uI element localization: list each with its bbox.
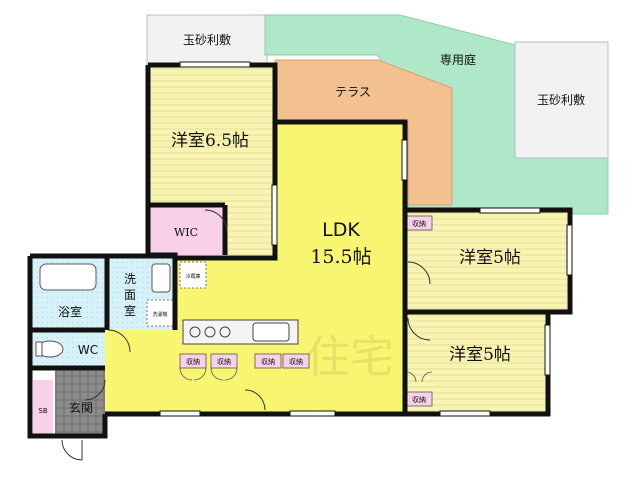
entrance-floor [55,368,105,436]
wc-label: WC [78,343,98,357]
gravel-top-label: 玉砂利敷 [183,32,231,47]
kitchen-counter [182,319,299,345]
svg-text:収納: 収納 [412,395,426,404]
bath-label: 浴室 [58,304,82,319]
shoe-box [33,380,53,435]
washing-space [146,299,174,327]
storage-labels: 収納 収納 収納 収納 収納 収納 [186,219,426,404]
storage-doors [179,367,433,383]
room-5a-label: 洋室5帖 [459,248,521,268]
svg-text:収納: 収納 [412,219,426,228]
ldk-floor [105,122,405,412]
room-65-label: 洋室6.5帖 [171,131,249,151]
watermark: 住宅 [306,332,394,383]
washing-label: 洗濯機 [152,311,167,318]
ldk-label: LDK [322,219,360,241]
fridge-space [179,261,207,289]
fridge-label: 冷蔵庫 [185,273,200,280]
washroom-label-3: 室 [124,303,136,318]
svg-text:収納: 収納 [217,357,231,366]
svg-text:収納: 収納 [289,357,303,366]
garden-label: 専用庭 [440,52,476,67]
wic-floor [150,205,225,255]
svg-text:収納: 収納 [186,357,200,366]
terrace-label: テラス [335,85,371,99]
gravel-right-label: 玉砂利敷 [537,92,585,107]
walls [27,62,573,439]
gravel-area-top [146,14,268,66]
svg-text:収納: 収納 [261,357,275,366]
sb-label: SB [38,407,47,415]
storage-units [179,215,433,407]
entrance-label: 玄関 [69,400,93,415]
washroom-label-1: 洗 [124,272,136,286]
bathtub-icon [39,263,97,291]
wic-label: WIC [174,226,198,239]
room-5b-label: 洋室5帖 [449,345,511,365]
sink-icon [151,263,171,293]
gravel-area-right [514,41,609,159]
washroom-label-2: 面 [124,288,136,302]
doors [61,209,431,461]
windows [159,61,573,417]
ldk-size-label: 15.5帖 [310,246,371,268]
